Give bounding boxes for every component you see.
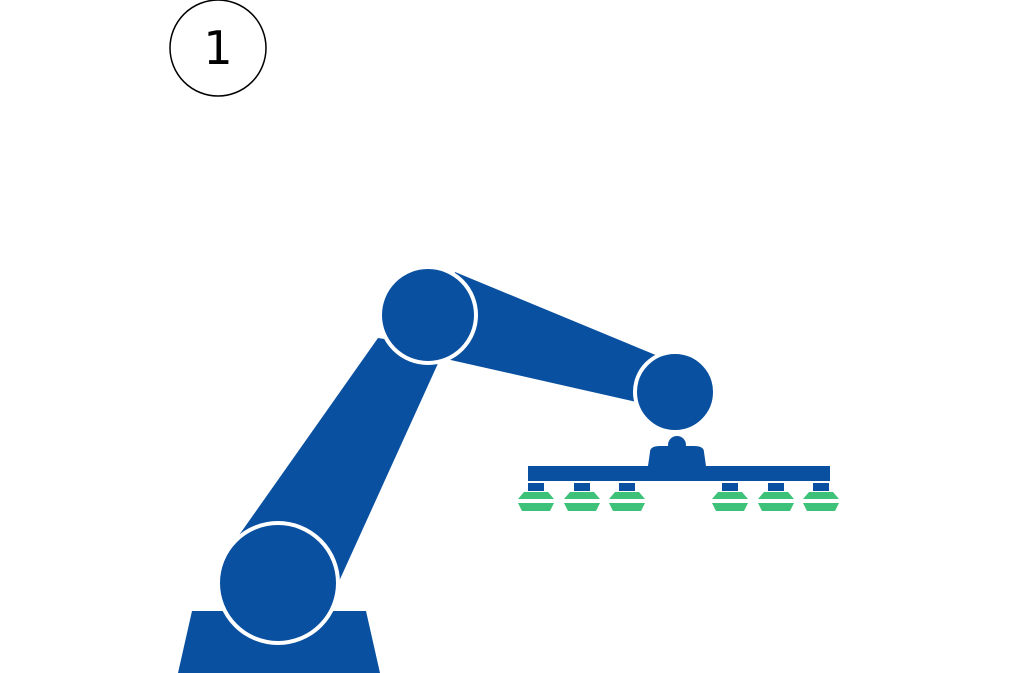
suction-cup-upper [758, 492, 794, 499]
robot-base-joint [216, 521, 340, 645]
suction-cup-lower [712, 503, 748, 511]
suction-cup-stem [768, 483, 784, 491]
suction-cup-lower [803, 503, 839, 511]
gripper-bar [528, 466, 830, 481]
suction-cup-lower [518, 503, 554, 511]
suction-cup [712, 483, 748, 511]
suction-cups [518, 483, 839, 511]
suction-cup [803, 483, 839, 511]
suction-cup-stem [813, 483, 829, 491]
suction-cup-upper [712, 492, 748, 499]
suction-cup-upper [564, 492, 600, 499]
suction-cup-stem [528, 483, 544, 491]
suction-cup [758, 483, 794, 511]
robot-arm [178, 265, 830, 673]
robot-shoulder-joint [378, 265, 478, 365]
suction-cup-upper [518, 492, 554, 499]
step-badge-circle [169, 0, 267, 97]
suction-cup-stem [722, 483, 738, 491]
step-number: 1 [203, 21, 232, 75]
suction-cup-lower [758, 503, 794, 511]
suction-cup [518, 483, 554, 511]
suction-cup [609, 483, 645, 511]
step-badge: 1 [169, 0, 267, 97]
suction-cup-lower [609, 503, 645, 511]
suction-cup-stem [574, 483, 590, 491]
gripper-mount [648, 436, 706, 466]
suction-cup-upper [609, 492, 645, 499]
suction-cup-upper [803, 492, 839, 499]
suction-cup-lower [564, 503, 600, 511]
robot-upper-arm [433, 272, 675, 405]
robot-wrist-joint [633, 350, 717, 434]
suction-cup-stem [619, 483, 635, 491]
suction-cup [564, 483, 600, 511]
